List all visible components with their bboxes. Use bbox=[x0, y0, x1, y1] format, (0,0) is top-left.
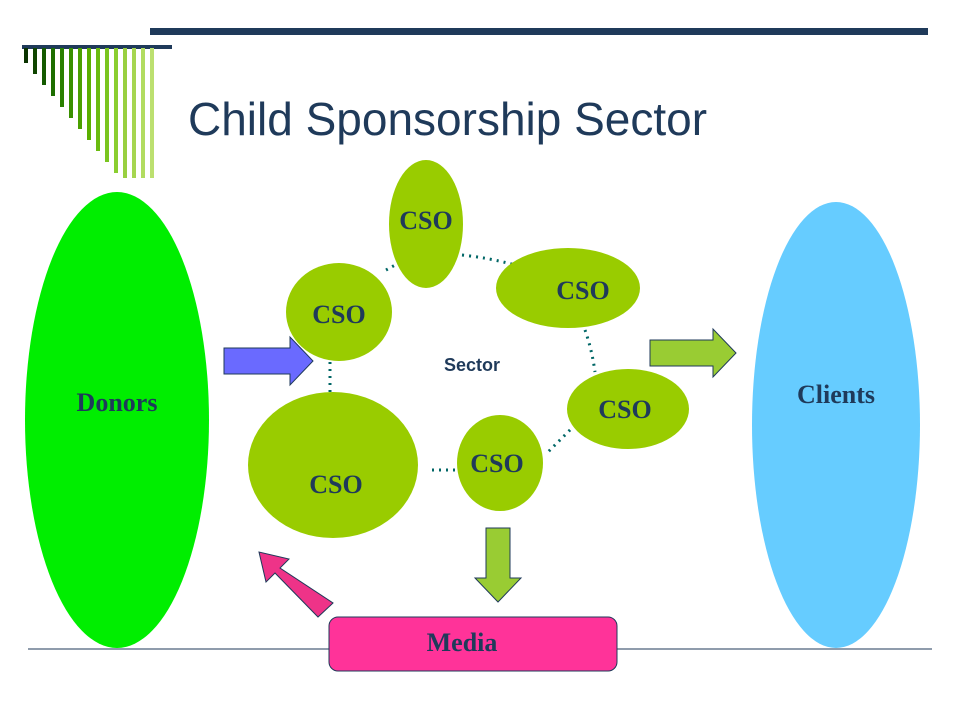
cso-top bbox=[389, 160, 463, 288]
clients-ellipse bbox=[752, 202, 920, 648]
cso-right-label: CSO bbox=[598, 395, 651, 424]
cso-left bbox=[286, 263, 392, 361]
cso-top-label: CSO bbox=[399, 206, 452, 235]
arrow-donors-to-sector bbox=[223, 335, 314, 387]
decorative-stripes bbox=[22, 45, 172, 178]
cso-bottom-label: CSO bbox=[470, 449, 523, 478]
arrow-media-to-sector bbox=[258, 551, 334, 618]
cso-left-label: CSO bbox=[312, 300, 365, 329]
cso-upper-right-label: CSO bbox=[556, 276, 609, 305]
arrow-sector-to-clients bbox=[649, 327, 737, 379]
cso-bottom-left bbox=[248, 392, 418, 538]
sector-label: Sector bbox=[444, 355, 500, 375]
media-box bbox=[328, 616, 618, 672]
cso-group: CSO CSO CSO CSO CSO CSO bbox=[248, 160, 689, 538]
cso-right bbox=[567, 369, 689, 449]
cso-bottom bbox=[457, 415, 543, 511]
cso-upper-right bbox=[496, 248, 640, 328]
slide-title: Child Sponsorship Sector bbox=[188, 93, 707, 145]
donors-label: Donors bbox=[77, 388, 158, 417]
donors-ellipse bbox=[25, 192, 209, 648]
clients-label: Clients bbox=[797, 380, 875, 409]
cso-bottom-left-label: CSO bbox=[309, 470, 362, 499]
media-label: Media bbox=[427, 628, 498, 657]
arrow-sector-to-media bbox=[473, 527, 523, 603]
top-border-line bbox=[150, 28, 928, 35]
